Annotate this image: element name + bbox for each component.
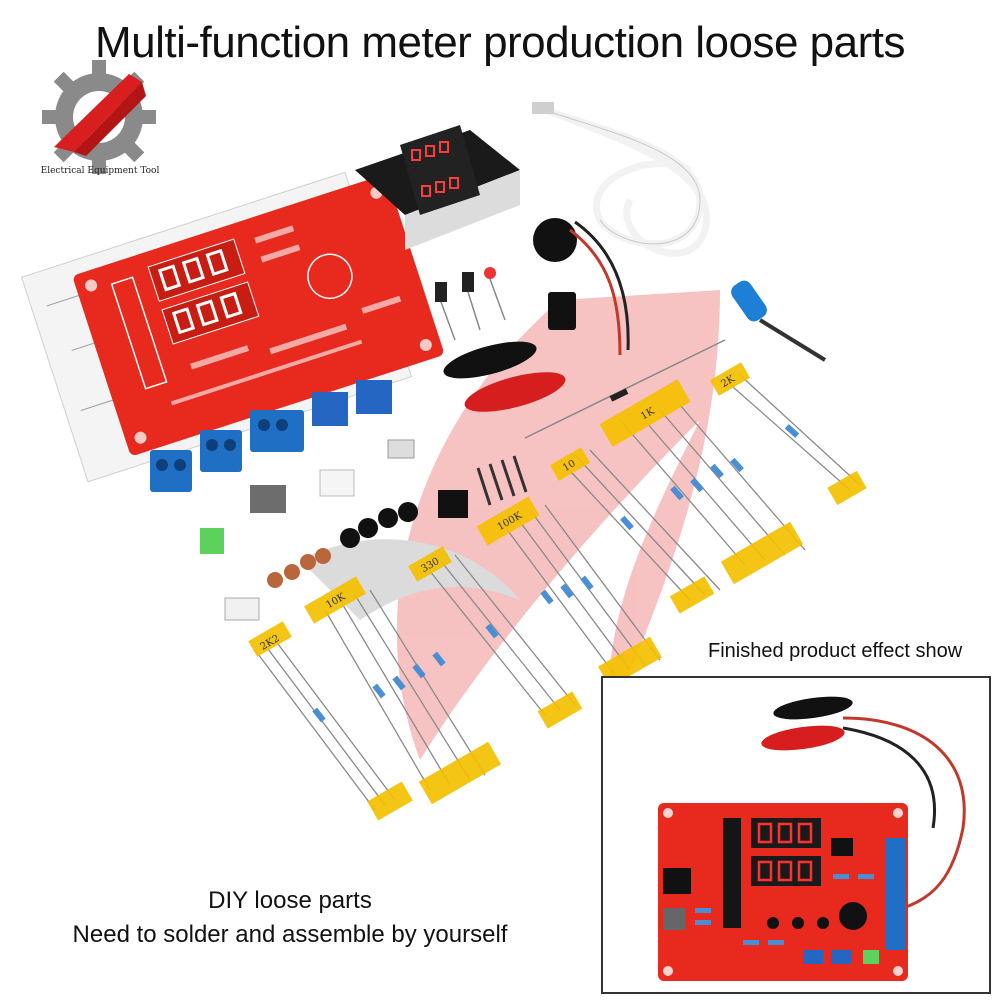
diy-caption: DIY loose parts Need to solder and assem… [0,884,580,952]
jst-connector [319,469,355,497]
red-clip [761,725,845,751]
usb-plug [532,102,554,114]
black-clip [773,696,853,720]
resistor-bodies [312,424,800,723]
slide-switch [250,485,286,513]
gear-wrench-logo-icon [42,60,156,174]
ic-chip [438,490,468,518]
trimmer-pot [312,392,348,426]
micro-usb-socket [387,439,415,459]
red-led [484,267,506,321]
logo-caption: Electrical Equipment Tool [40,166,160,176]
green-jumper [200,528,224,554]
pin-headers [476,455,528,506]
ic-socket-and-display [355,125,520,250]
alligator-clips [443,341,566,412]
pcb-board [73,175,444,456]
buzzer [533,218,577,262]
diy-caption-line2: Need to solder and assemble by yourself [72,921,508,948]
ceramic-capacitors [267,548,331,588]
screwdriver-icon [731,280,827,362]
trimmer-pot [356,380,392,414]
transistors [340,502,418,548]
push-button [224,597,260,621]
terminal-block [885,838,905,950]
electrolytic-capacitors [435,272,481,341]
diy-caption-line1: DIY loose parts [208,887,372,914]
tape-strips [248,362,867,821]
finished-product-label: Finished product effect show [708,640,963,662]
finished-product-photo [658,696,966,981]
dc-jack [548,292,576,330]
finished-product-frame [601,676,991,994]
page-title: Multi-function meter production loose pa… [94,18,906,67]
